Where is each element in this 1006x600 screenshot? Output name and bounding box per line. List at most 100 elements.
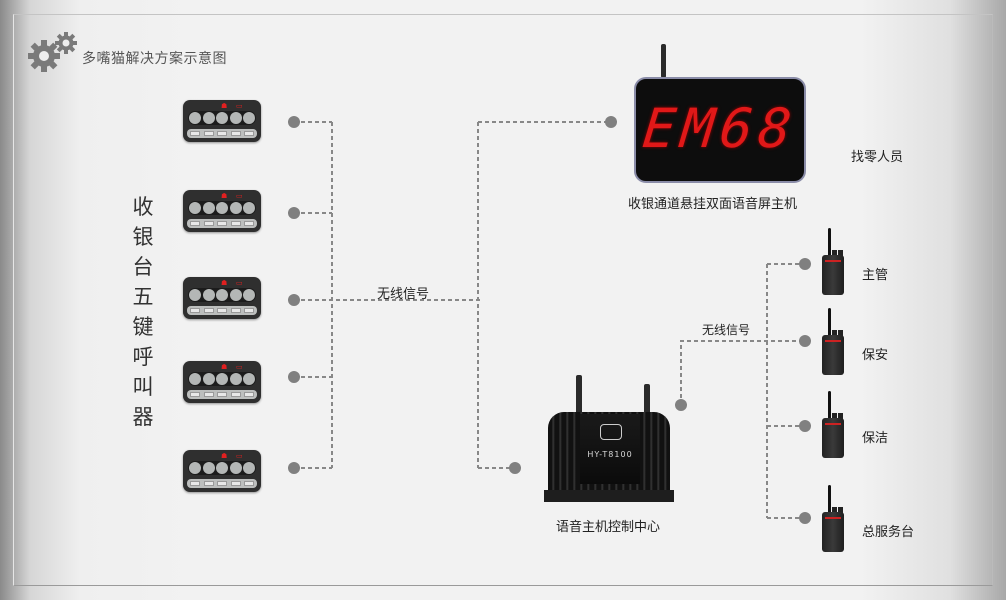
keypad-button bbox=[229, 289, 242, 301]
walkie-talkie-icon bbox=[822, 485, 846, 555]
status-indicator-icon: ▭ bbox=[236, 192, 243, 200]
keypad-button bbox=[202, 202, 215, 214]
antenna-icon bbox=[644, 384, 650, 418]
alarm-indicator-icon: ☗ bbox=[221, 279, 228, 287]
radio-role-label: 保安 bbox=[862, 348, 889, 363]
connector-dot bbox=[288, 207, 300, 219]
keypad-button bbox=[216, 373, 228, 385]
label-char: 收 bbox=[132, 195, 154, 219]
keypad-label bbox=[217, 221, 227, 226]
keypad-label bbox=[217, 131, 227, 136]
wireless-signal-label: 无线信号 bbox=[702, 323, 751, 337]
keypad-button bbox=[189, 373, 201, 385]
keypad-button bbox=[202, 112, 215, 124]
keypad-button-row bbox=[188, 111, 256, 125]
connector-dot bbox=[288, 371, 300, 383]
label-char: 五 bbox=[132, 285, 154, 309]
label-char: 台 bbox=[132, 255, 154, 279]
cashier-caller-label: 收 银 台 五 键 呼 叫 器 bbox=[130, 192, 156, 432]
keypad-button-row bbox=[188, 372, 256, 386]
connector-dot bbox=[509, 462, 521, 474]
keypad-label-row bbox=[187, 390, 257, 399]
alarm-indicator-icon: ☗ bbox=[221, 102, 228, 110]
keypad-button bbox=[189, 462, 201, 474]
label-char: 器 bbox=[132, 405, 154, 429]
keypad-label bbox=[244, 392, 254, 397]
keypad-button bbox=[189, 202, 201, 214]
cashier-keypad: ☗▭ bbox=[183, 190, 261, 232]
connector-dot bbox=[675, 399, 687, 411]
keypad-label bbox=[244, 221, 254, 226]
connector-dot bbox=[799, 258, 811, 270]
radio-role-label: 保洁 bbox=[862, 431, 889, 446]
label-char: 叫 bbox=[132, 375, 154, 399]
keypad-button bbox=[229, 462, 242, 474]
voice-host-controller: HY-T8100 bbox=[544, 412, 674, 502]
antenna-icon bbox=[661, 44, 666, 78]
keypad-button bbox=[202, 462, 215, 474]
display-caption: 收银通道悬挂双面语音屏主机 bbox=[628, 197, 798, 212]
keypad-button bbox=[216, 289, 228, 301]
walkie-talkie-icon bbox=[822, 391, 846, 461]
keypad-button bbox=[202, 373, 215, 385]
keypad-label bbox=[217, 481, 227, 486]
walkie-talkie-icon bbox=[822, 308, 846, 378]
controller-caption: 语音主机控制中心 bbox=[556, 520, 661, 535]
connector-dot bbox=[799, 512, 811, 524]
keypad-label bbox=[203, 308, 214, 313]
connector-dot bbox=[799, 420, 811, 432]
keypad-label bbox=[190, 481, 200, 486]
wireless-signal-label: 无线信号 bbox=[377, 287, 430, 302]
keypad-button bbox=[229, 112, 242, 124]
status-indicator-icon: ▭ bbox=[236, 363, 243, 371]
keypad-label bbox=[217, 308, 227, 313]
keypad-label-row bbox=[187, 479, 257, 488]
controller-up-line bbox=[680, 340, 805, 405]
brand-logo-icon bbox=[600, 424, 622, 440]
diagram-title: 多嘴猫解决方案示意图 bbox=[82, 51, 227, 67]
keypad-button bbox=[216, 202, 228, 214]
label-char: 银 bbox=[132, 225, 154, 249]
keypad-label-row bbox=[187, 219, 257, 228]
led-display-device: EM68 bbox=[634, 77, 806, 183]
keypad-button bbox=[229, 373, 242, 385]
keypad-button bbox=[216, 112, 228, 124]
diagram-frame bbox=[13, 14, 993, 586]
keypad-label bbox=[244, 481, 254, 486]
cashier-keypad: ☗▭ bbox=[183, 450, 261, 492]
controller-model: HY-T8100 bbox=[587, 450, 633, 459]
alarm-indicator-icon: ☗ bbox=[221, 192, 228, 200]
keypad-label bbox=[230, 481, 241, 486]
alarm-indicator-icon: ☗ bbox=[221, 452, 228, 460]
keypad-label bbox=[190, 308, 200, 313]
keypad-button bbox=[243, 112, 255, 124]
keypad-button-row bbox=[188, 288, 256, 302]
radio-role-label: 主管 bbox=[862, 268, 889, 283]
keypad-button bbox=[189, 112, 201, 124]
keypad-label bbox=[217, 392, 227, 397]
gears-icon bbox=[28, 32, 77, 72]
status-indicator-icon: ▭ bbox=[236, 279, 243, 287]
keypad-button bbox=[243, 289, 255, 301]
keypad-button bbox=[216, 462, 228, 474]
keypad-button bbox=[202, 289, 215, 301]
keypad-label bbox=[190, 131, 200, 136]
keypad-label bbox=[203, 221, 214, 226]
keypad-label-row bbox=[187, 306, 257, 315]
cashier-keypad: ☗▭ bbox=[183, 100, 261, 142]
status-indicator-icon: ▭ bbox=[236, 102, 243, 110]
connector-dot bbox=[288, 462, 300, 474]
radio-role-label: 总服务台 bbox=[862, 525, 915, 540]
keypad-label bbox=[244, 308, 254, 313]
label-char: 呼 bbox=[132, 345, 154, 369]
keypad-label bbox=[203, 481, 214, 486]
status-indicator-icon: ▭ bbox=[236, 452, 243, 460]
keypad-button bbox=[243, 462, 255, 474]
change-staff-label: 找零人员 bbox=[851, 150, 904, 165]
cashier-keypad: ☗▭ bbox=[183, 277, 261, 319]
keypad-label bbox=[230, 308, 241, 313]
keypad-label bbox=[230, 221, 241, 226]
keypad-label-row bbox=[187, 129, 257, 138]
connector-dot bbox=[799, 335, 811, 347]
